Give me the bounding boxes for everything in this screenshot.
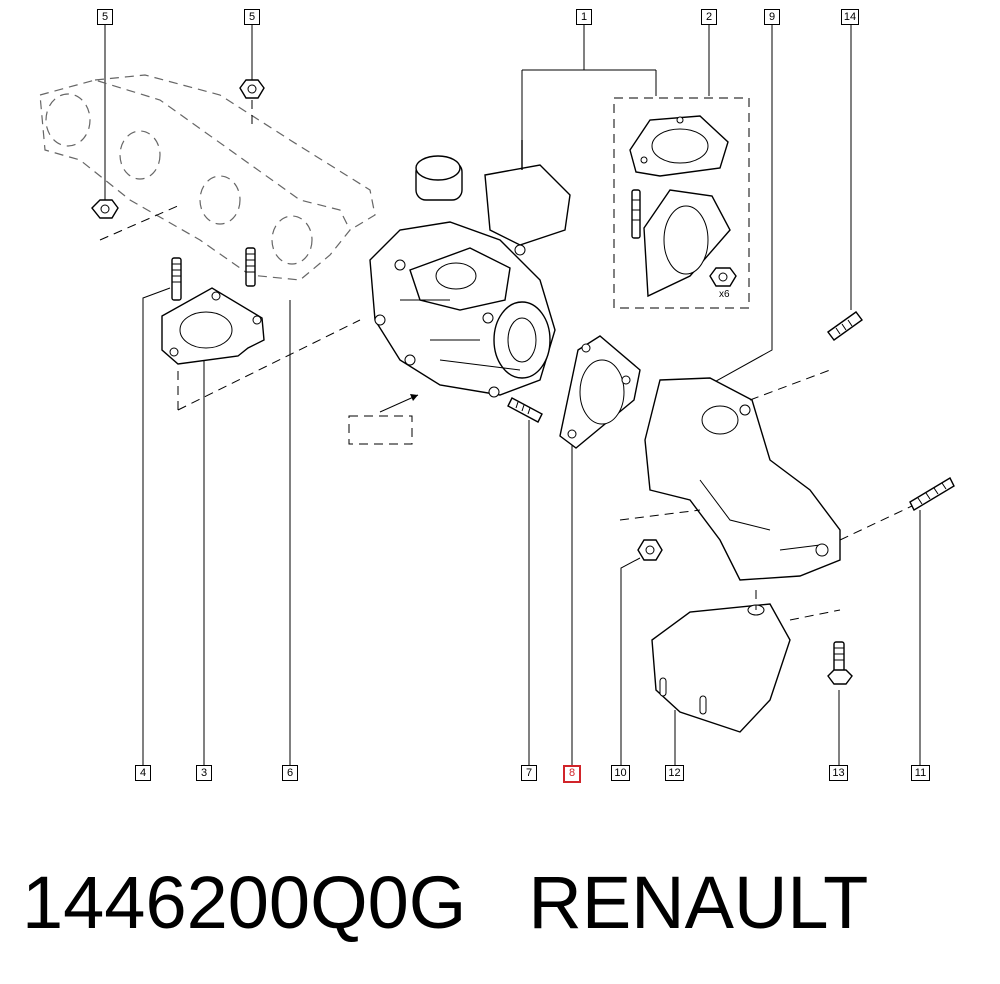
callout-5-right[interactable]: 5	[244, 9, 260, 25]
bolt-13	[827, 641, 853, 685]
callout-7[interactable]: 7	[521, 765, 537, 781]
callout-1[interactable]: 1	[576, 9, 592, 25]
stud-6	[245, 247, 256, 287]
part-number: 1446200Q0G	[22, 861, 467, 944]
callout-6[interactable]: 6	[282, 765, 298, 781]
callout-4[interactable]: 4	[135, 765, 151, 781]
leader-lines	[104, 25, 921, 765]
callout-11[interactable]: 11	[911, 765, 930, 781]
heat-shield-12	[651, 590, 841, 733]
exhaust-manifold-outline	[39, 74, 376, 281]
nut-5-right	[239, 79, 265, 130]
callout-9[interactable]: 9	[764, 9, 780, 25]
part-caption: 1446200Q0G RENAULT	[22, 858, 868, 948]
callout-13[interactable]: 13	[829, 765, 848, 781]
callout-12[interactable]: 12	[665, 765, 684, 781]
turbocharger-exploded-diagram: x6	[39, 25, 955, 765]
callout-14[interactable]: 14	[841, 9, 859, 25]
turbo-outlet-gasket-8	[559, 335, 641, 449]
stud-7	[507, 397, 543, 423]
stud-4	[171, 257, 182, 301]
manifold-gasket-3	[161, 287, 361, 411]
nut-5-left	[91, 199, 119, 219]
gasket-kit-2	[613, 97, 750, 309]
stud-11	[839, 477, 955, 541]
reference-box	[348, 394, 419, 445]
callout-3[interactable]: 3	[196, 765, 212, 781]
turbo-outlet-elbow-9	[619, 369, 841, 581]
callout-8-selected[interactable]: 8	[563, 765, 581, 783]
turbocharger	[369, 140, 571, 398]
brand-name: RENAULT	[528, 861, 869, 944]
callout-2[interactable]: 2	[701, 9, 717, 25]
callout-5-left[interactable]: 5	[97, 9, 113, 25]
stud-14	[827, 311, 863, 341]
callout-10[interactable]: 10	[611, 765, 630, 781]
kit-quantity-note: x6	[719, 289, 730, 300]
nut-10	[637, 539, 663, 561]
